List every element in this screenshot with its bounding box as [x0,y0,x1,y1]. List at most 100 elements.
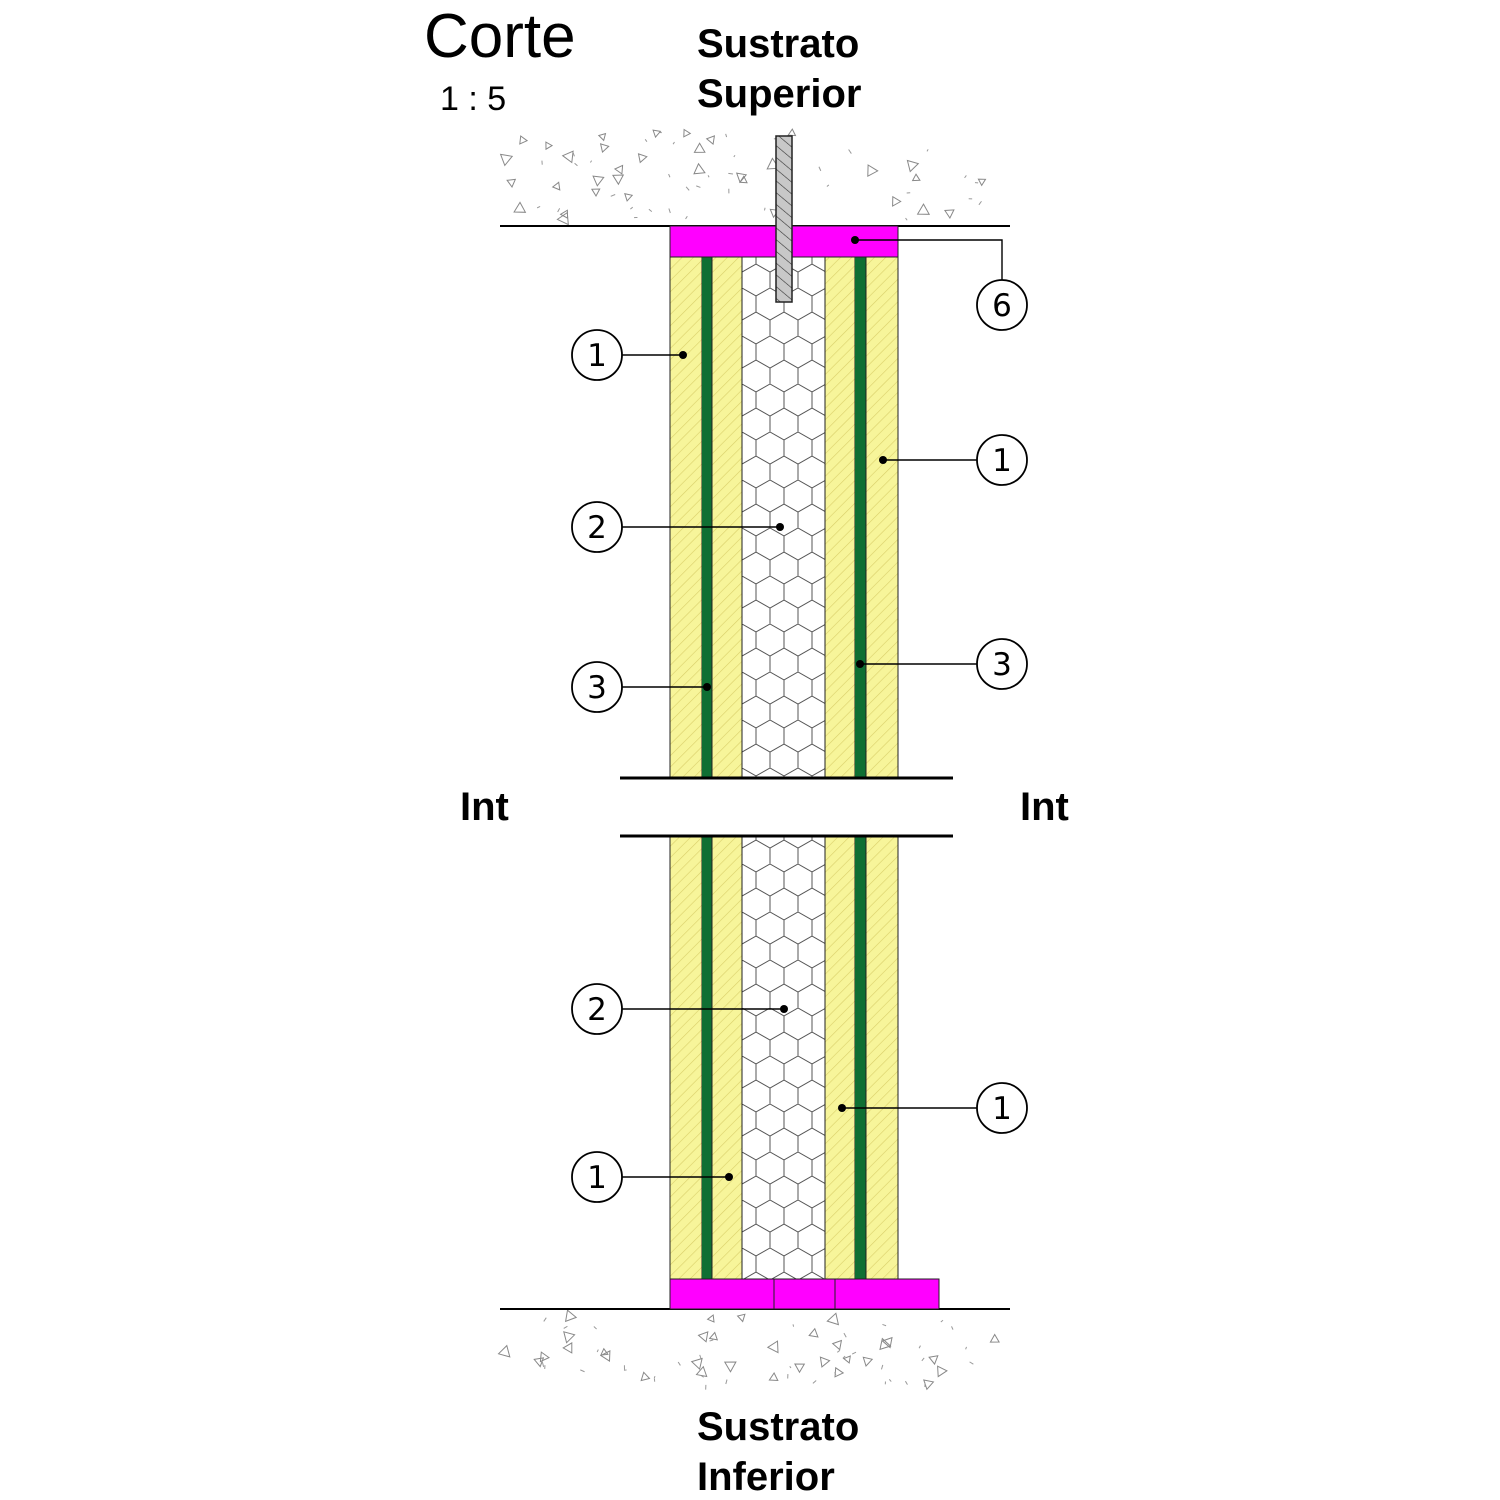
concrete-aggregate [768,1372,779,1382]
concrete-speck [880,1364,884,1370]
concrete-aggregate [600,1347,609,1356]
concrete-aggregate [867,164,879,178]
concrete-aggregate [794,1363,806,1374]
concrete-speck [707,175,710,178]
gypsum-board-right-outer [865,256,899,779]
concrete-aggregate [862,1356,874,1367]
bottom-substrate-concrete [497,1309,1000,1391]
gypsum-board-right-inner [824,256,856,779]
substrate-bottom-line1: Sustrato [697,1405,859,1449]
top-track-left [669,225,777,258]
concrete-aggregate [556,211,569,226]
concrete-aggregate [706,1314,715,1323]
concrete-speck [590,160,593,163]
concrete-aggregate [562,1342,573,1354]
concrete-speck [630,206,634,210]
vapor-barrier-right [855,836,866,1279]
gypsum-board-left-inner [711,835,743,1280]
concrete-speck [685,215,688,220]
concrete-speck [969,1361,974,1365]
wall-lower-segment [669,835,899,1280]
concrete-aggregate [640,1371,651,1382]
concrete-aggregate [989,1333,1000,1343]
substrate-top-line2: Superior [697,72,861,116]
concrete-aggregate [766,1340,779,1354]
concrete-aggregate [497,1344,511,1358]
callout-label: 3 [587,670,607,706]
bottom-track [669,1278,940,1310]
callout-label: 1 [992,1091,1012,1127]
concrete-aggregate [695,1365,708,1378]
concrete-aggregate [892,195,902,207]
concrete-aggregate [599,1350,611,1362]
concrete-speck [696,185,701,188]
concrete-aggregate [690,1357,703,1371]
concrete-aggregate [499,153,514,167]
side-label-right: Int [1020,785,1069,829]
concrete-speck [848,149,852,154]
callout-6-top-track: 6 [851,236,1028,331]
concrete-speck [764,207,766,211]
concrete-speck [580,1369,585,1373]
concrete-speck [541,1361,545,1367]
callout-label: 2 [587,510,607,546]
concrete-aggregate [693,162,706,175]
concrete-speck [543,1317,547,1322]
concrete-speck [851,1351,857,1355]
gypsum-board-right-outer [865,835,899,1280]
concrete-speck [951,1326,954,1330]
side-label-left: Int [460,785,509,829]
concrete-aggregate [834,1366,845,1378]
concrete-aggregate [705,135,716,146]
concrete-aggregate [624,193,634,202]
honeycomb-core [741,256,826,779]
concrete-aggregate [652,129,662,139]
concrete-speck [837,1349,841,1353]
concrete-speck [685,186,690,191]
callout-1-lower-right: 1 [838,1082,1028,1134]
top-track-right [791,225,899,258]
concrete-speck [812,1380,817,1384]
concrete-speck [574,162,578,167]
concrete-aggregate [506,178,517,188]
concrete-aggregate [612,174,625,186]
concrete-aggregate [787,128,797,137]
concrete-aggregate [519,135,529,145]
concrete-speck [725,133,728,138]
callout-3-upper-right: 3 [856,638,1028,690]
callout-label: 3 [992,647,1012,683]
callout-1-upper-right: 1 [879,434,1028,486]
concrete-aggregate [599,143,610,154]
gypsum-board-right-inner [824,835,856,1280]
concrete-aggregate [637,153,648,164]
concrete-speck [677,1361,681,1366]
concrete-speck [792,1324,795,1327]
concrete-speck [709,1339,714,1342]
concrete-speck [918,1345,921,1349]
wall-upper-segment [669,256,899,779]
concrete-aggregate [723,1361,737,1373]
drawing-scale: 1 : 5 [440,80,506,118]
concrete-aggregate [937,1365,948,1378]
callout-2-upper-left: 2 [571,501,784,553]
concrete-speck [672,141,675,145]
concrete-speck [668,208,671,214]
concrete-aggregate [591,188,601,198]
callout-label: 2 [587,992,607,1028]
vapor-barrier-left [702,257,712,778]
concrete-aggregate [539,1351,550,1363]
gypsum-board-left-outer [669,256,703,779]
concrete-speck [926,149,929,152]
concrete-aggregate [533,1357,545,1368]
concrete-speck [557,208,561,213]
callout-label: 1 [587,1160,607,1196]
gypsum-board-left-outer [669,835,703,1280]
concrete-speck [644,139,648,142]
concrete-speck [596,1349,599,1353]
top-track [669,225,899,258]
bottom-track-middle [773,1278,836,1310]
concrete-aggregate [736,1313,746,1323]
concrete-speck [904,1380,908,1385]
concrete-aggregate [708,1331,719,1341]
substrate-bottom-line2: Inferior [697,1455,835,1499]
